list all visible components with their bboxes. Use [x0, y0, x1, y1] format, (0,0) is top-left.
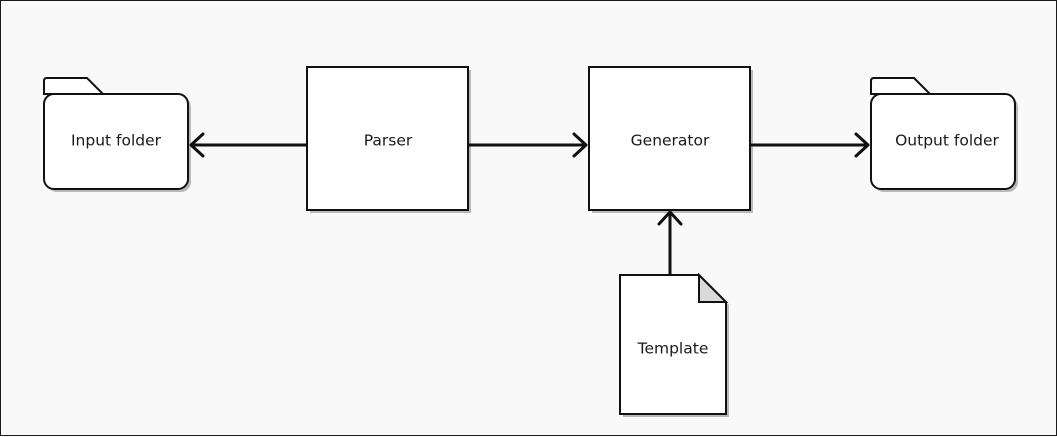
- arrowhead-icon: [572, 132, 588, 158]
- generator-box: [588, 66, 751, 211]
- input-folder-label: Input folder: [71, 132, 162, 150]
- template-fold: [698, 272, 729, 303]
- generator-node[interactable]: Generator: [588, 66, 753, 213]
- template-node[interactable]: Template: [619, 272, 729, 417]
- output-folder-node[interactable]: Output folder: [870, 77, 1018, 192]
- edge-template-to-generator: [657, 210, 683, 275]
- parser-box: [306, 66, 469, 211]
- output-folder-tab: [870, 77, 933, 95]
- arrowhead-icon: [854, 132, 870, 158]
- template-label: Template: [637, 340, 709, 358]
- generator-label: Generator: [631, 132, 710, 150]
- input-folder-body: [43, 93, 189, 190]
- parser-label: Parser: [364, 132, 413, 150]
- arrowhead-icon: [189, 132, 205, 158]
- input-folder-node[interactable]: Input folder: [43, 77, 191, 192]
- edge-parser-to-generator: [468, 132, 588, 158]
- output-folder-label: Output folder: [895, 132, 999, 150]
- edge-parser-to-input-folder: [189, 132, 307, 158]
- template-page: [619, 274, 727, 415]
- arrowhead-icon: [657, 210, 683, 226]
- input-folder-tab: [43, 77, 106, 95]
- parser-node[interactable]: Parser: [306, 66, 471, 213]
- edge-generator-to-output-folder: [750, 132, 870, 158]
- output-folder-body: [870, 93, 1016, 190]
